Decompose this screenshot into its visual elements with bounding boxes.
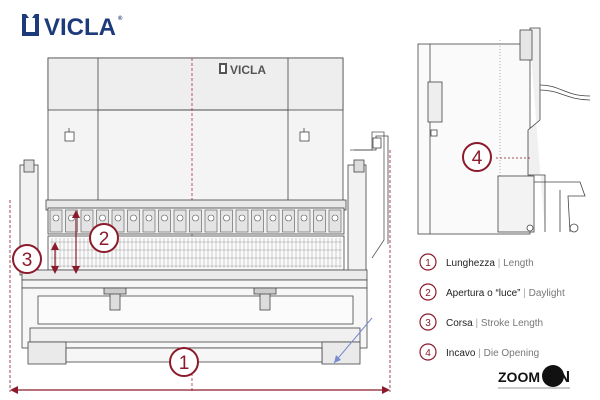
svg-text:4: 4 bbox=[425, 348, 431, 359]
legend-item-die-opening: 4 Incavo | Die Opening bbox=[419, 343, 539, 361]
legend-label-die-opening: Incavo bbox=[446, 348, 476, 359]
zoomon-word: ZOOM bbox=[498, 369, 540, 385]
legend-sub-die-opening: Die Opening bbox=[484, 348, 540, 359]
svg-text:4: 4 bbox=[472, 148, 483, 169]
svg-text:3: 3 bbox=[22, 250, 33, 271]
svg-text:1: 1 bbox=[425, 258, 431, 269]
svg-text:Incavo | Die Opening: Incavo | Die Opening bbox=[446, 348, 539, 359]
legend-sub-stroke: Stroke Length bbox=[481, 318, 543, 329]
svg-text:1: 1 bbox=[179, 353, 190, 374]
zoomon-on: ON bbox=[546, 369, 570, 386]
svg-text:Apertura o “luce” | Daylight: Apertura o “luce” | Daylight bbox=[446, 288, 565, 299]
legend-item-length: 1 Lunghezza | Length bbox=[419, 253, 534, 271]
legend-item-daylight: 2 Apertura o “luce” | Daylight bbox=[419, 283, 565, 301]
zoomon-logo: ZOOM ON bbox=[498, 365, 570, 389]
svg-text:3: 3 bbox=[425, 318, 431, 329]
legend: 1 Lunghezza | Length 2 Apertura o “luce”… bbox=[419, 253, 565, 361]
legend-label-stroke: Corsa bbox=[446, 318, 473, 329]
callout-circle-1: 1 bbox=[169, 347, 199, 377]
side-view-drawing bbox=[417, 27, 591, 235]
length-dimension bbox=[9, 150, 391, 394]
trademark-symbol: ® bbox=[118, 15, 123, 22]
legend-label-length: Lunghezza bbox=[446, 258, 495, 269]
legend-sub-length: Length bbox=[503, 258, 534, 269]
svg-text:2: 2 bbox=[425, 288, 431, 299]
stroke-arrow bbox=[51, 242, 59, 274]
legend-label-daylight: Apertura o “luce” bbox=[446, 288, 520, 299]
svg-text:Corsa | Stroke Length: Corsa | Stroke Length bbox=[446, 318, 543, 329]
daylight-arrow bbox=[72, 210, 80, 274]
legend-item-stroke: 3 Corsa | Stroke Length bbox=[419, 313, 543, 331]
svg-text:2: 2 bbox=[99, 229, 110, 250]
svg-text:Lunghezza | Length: Lunghezza | Length bbox=[446, 258, 534, 269]
callout-circle-2: 2 bbox=[89, 223, 119, 253]
logo-wordmark: VICLA bbox=[44, 14, 116, 41]
clamp-units bbox=[49, 209, 342, 233]
callout-circle-3: 3 bbox=[12, 244, 42, 274]
callout-circle-4: 4 bbox=[462, 142, 492, 172]
vicla-logo: VICLA ® bbox=[22, 14, 123, 41]
legend-sub-daylight: Daylight bbox=[529, 288, 565, 299]
machine-plate-logo: VICLA bbox=[230, 63, 266, 77]
